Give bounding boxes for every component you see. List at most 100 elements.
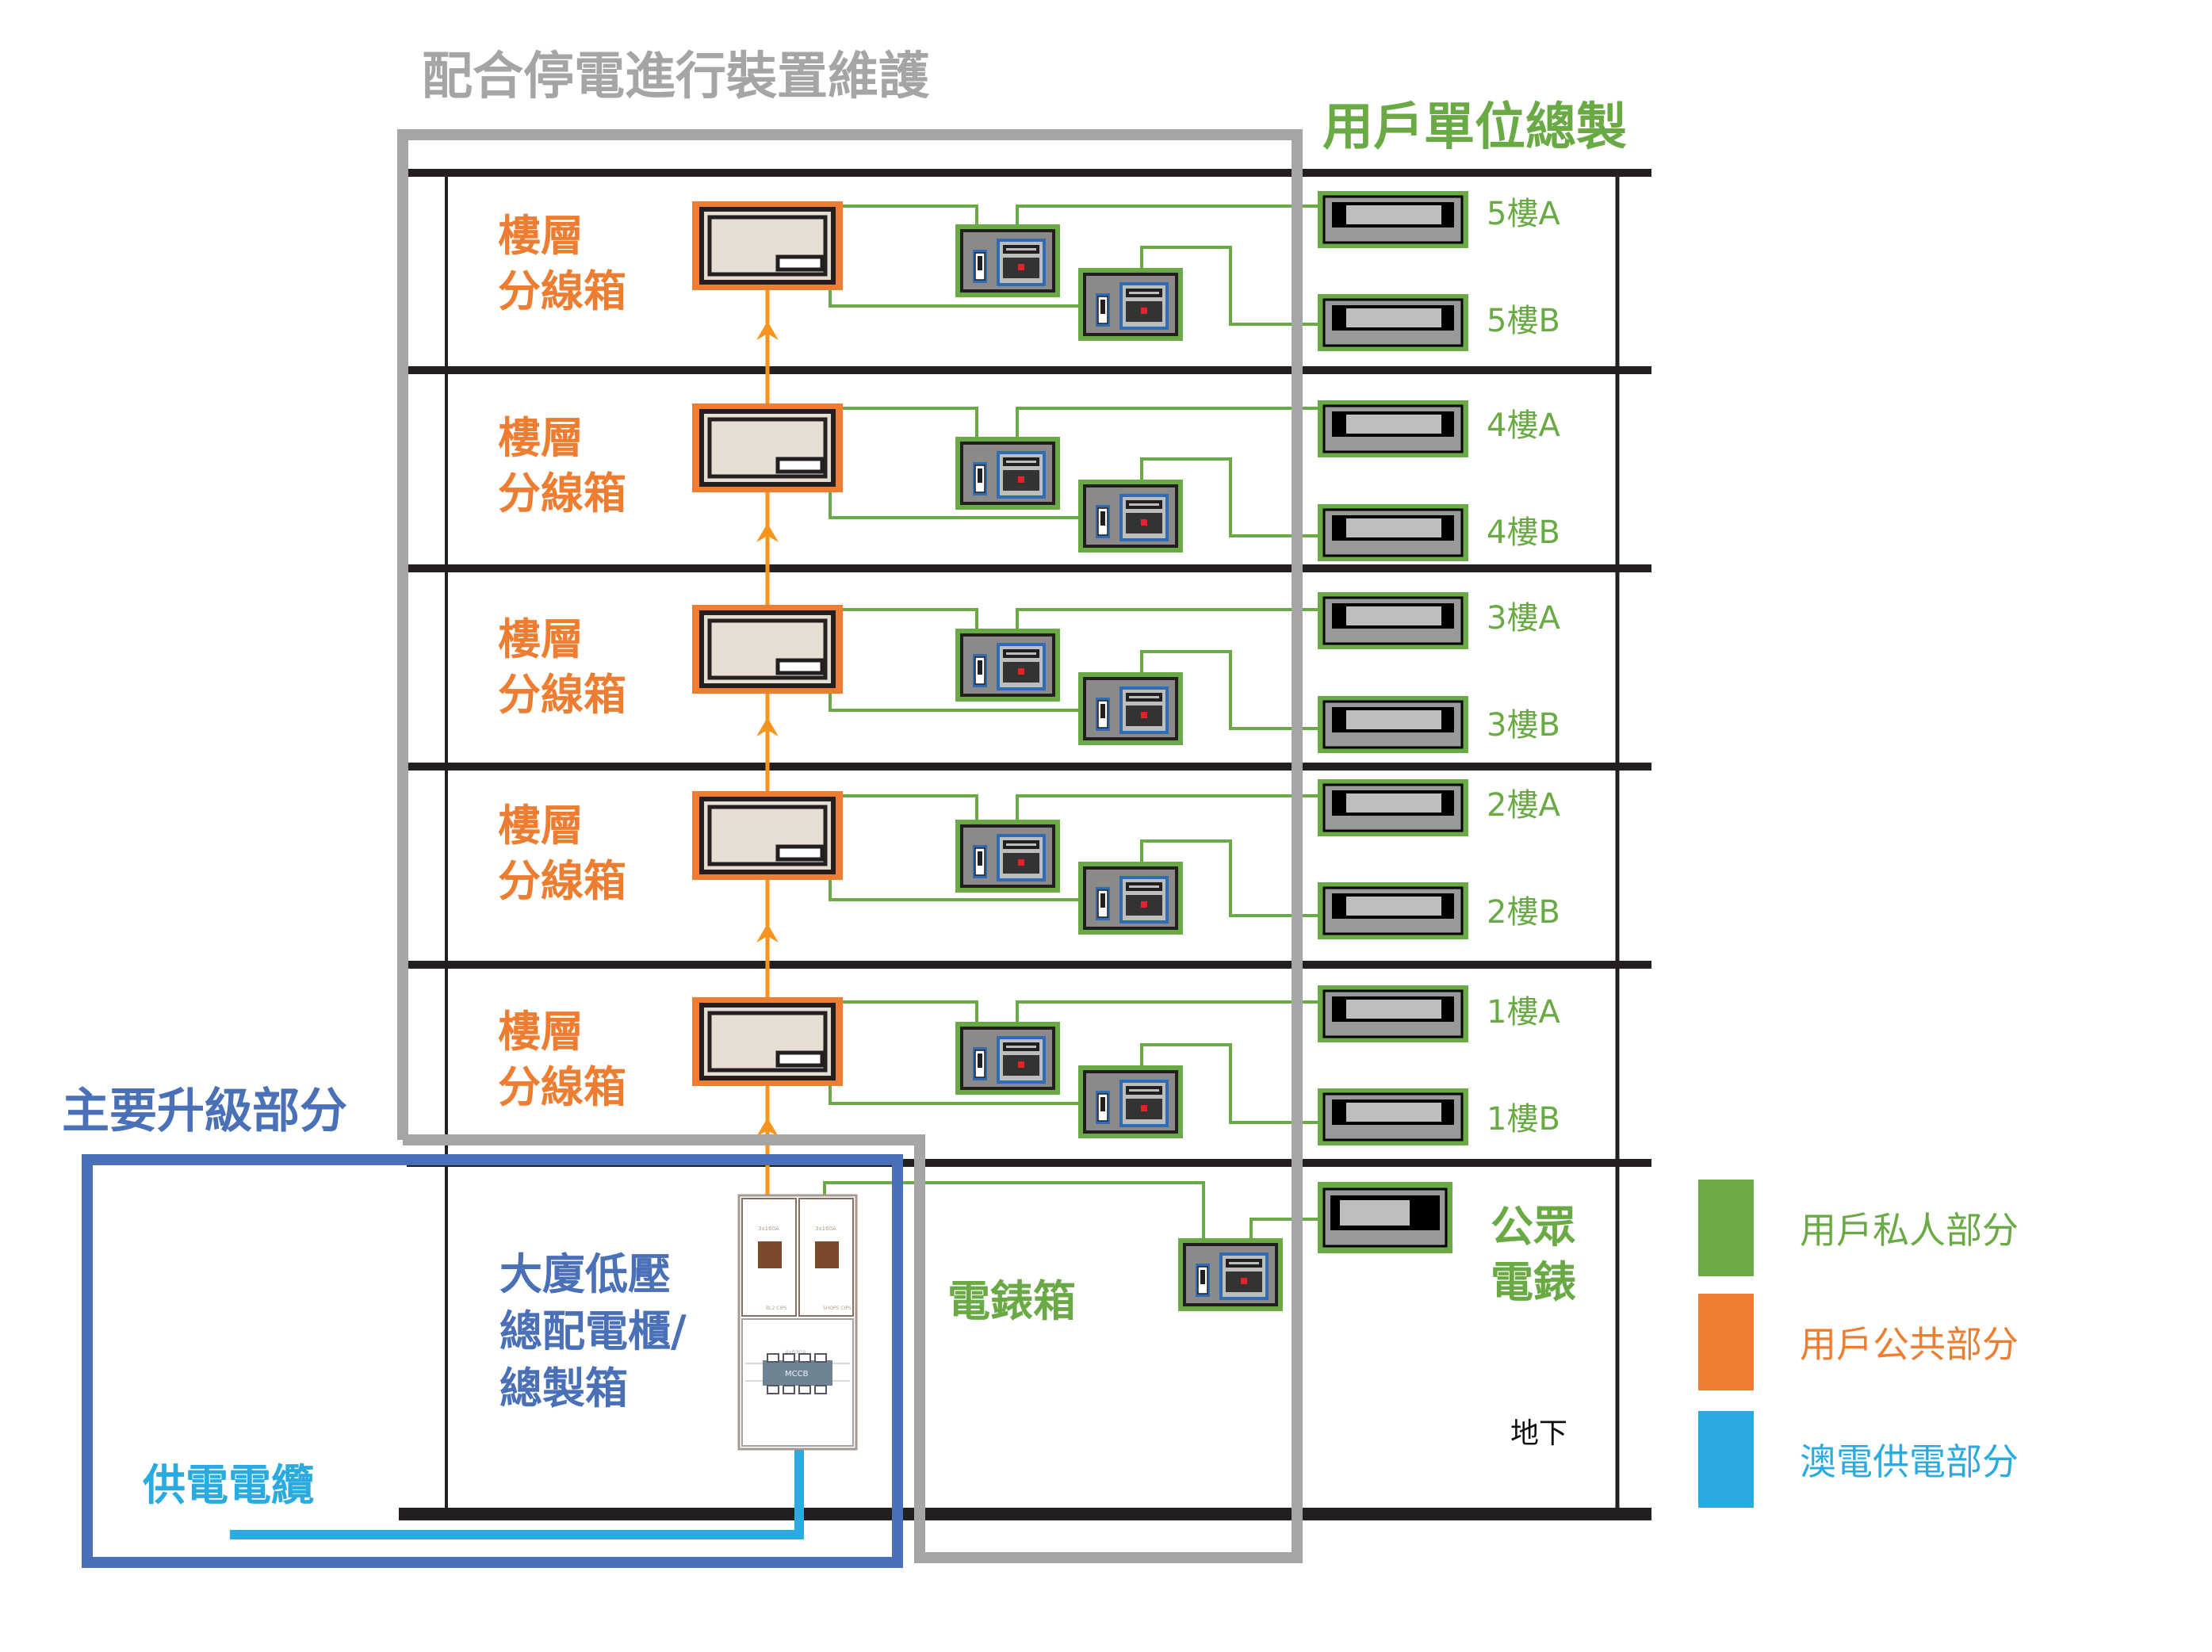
user-meter-a	[1318, 400, 1468, 457]
wire-unit-a-to-meter-a	[1016, 205, 1318, 231]
meter-unit-b	[1078, 1065, 1183, 1138]
riser-arrow-icon	[756, 924, 779, 943]
floor-box-label-line1: 樓層	[498, 801, 584, 851]
mccb-terminal	[814, 1353, 827, 1363]
meter-display-line	[1129, 1089, 1159, 1092]
meter-unit-b	[1078, 862, 1183, 935]
riser-arrow-icon	[756, 523, 779, 542]
user-meter-display	[1346, 205, 1441, 224]
user-meter-label-b: 5樓B	[1487, 303, 1560, 339]
breaker-toggle	[1200, 1270, 1205, 1284]
legend-label: 用戶公共部分	[1800, 1323, 2019, 1366]
riser-arrow-icon	[756, 717, 779, 736]
breaker-toggle	[978, 851, 982, 866]
meter-indicator-led	[1018, 1061, 1024, 1068]
user-meter-a	[1318, 985, 1468, 1042]
meter-display-line	[1129, 885, 1159, 888]
meter-display-line	[1129, 503, 1159, 506]
floor-box-panel	[699, 207, 836, 285]
user-meter-display	[1346, 710, 1441, 729]
meter-indicator-led	[1141, 901, 1147, 908]
meter-unit-a	[955, 224, 1060, 297]
user-meter-label-b: 1樓B	[1487, 1101, 1560, 1138]
supply-cable-label: 供電電纜	[143, 1460, 314, 1510]
wire-unit-b-to-meter-b	[1140, 246, 1318, 326]
breaker-toggle	[978, 1054, 982, 1068]
basement-floor-label: 地下	[1510, 1417, 1567, 1450]
floor-box-label-line2: 分線箱	[498, 1062, 626, 1112]
meter-indicator-led	[1018, 668, 1024, 675]
main-panel-label-line2: 總配電櫃/	[499, 1306, 687, 1356]
mccb-terminal	[783, 1385, 795, 1394]
breaker-toggle	[1100, 511, 1105, 526]
meter-unit-a	[955, 629, 1060, 702]
breaker-toggle	[978, 256, 982, 270]
mccb-terminal	[767, 1385, 779, 1394]
public-meter	[1318, 1182, 1452, 1253]
floor-box-inner	[707, 805, 828, 866]
user-meter-label-b: 3樓B	[1487, 707, 1560, 744]
mccb-terminal	[798, 1353, 811, 1363]
floor-slab	[407, 763, 1651, 771]
meter-unit-a	[955, 820, 1060, 893]
meter-indicator-led	[1018, 264, 1024, 270]
wire-unit-a-to-meter-a	[1016, 794, 1318, 826]
user-meter-display	[1346, 308, 1441, 327]
meter-indicator-led	[1141, 519, 1147, 526]
floor-slab	[407, 1159, 1651, 1167]
breaker-toggle	[978, 468, 982, 483]
supply-cable	[230, 1449, 804, 1539]
floor-distribution-box	[692, 997, 843, 1086]
meter-indicator-led	[1018, 476, 1024, 483]
user-meter-b	[1318, 1088, 1468, 1145]
meter-display-line	[1006, 843, 1036, 846]
user-meter-b	[1318, 294, 1468, 351]
legend-swatch	[1698, 1411, 1754, 1508]
meter-display-line	[1006, 248, 1036, 250]
floor-box-label-line1: 樓層	[498, 413, 584, 463]
floor-slab	[407, 366, 1651, 374]
user-meter-a	[1318, 191, 1468, 248]
wire-unit-b-to-meter-b	[1140, 1043, 1318, 1124]
user-meter-b	[1318, 696, 1468, 753]
wire-unit-a-to-meter-a	[1016, 1000, 1318, 1028]
mccb-terminal	[798, 1385, 811, 1394]
fuse-icon	[815, 1241, 839, 1268]
fuse-rating: 3x160A	[815, 1226, 836, 1232]
public-meter-display	[1340, 1200, 1410, 1226]
floor-box-slot	[775, 844, 825, 862]
floor-box-label-line1: 樓層	[498, 1007, 584, 1057]
meter-box-label: 電錶箱	[947, 1276, 1076, 1326]
user-meter-display	[1346, 793, 1441, 813]
labels: 配合停電進行裝置維護 用戶單位總製 主要升級部分 大廈低壓 總配電櫃/ 總製箱 …	[62, 48, 1627, 1510]
breaker-toggle	[978, 660, 982, 675]
meter-display-line	[1006, 461, 1036, 463]
meter-unit-b	[1078, 268, 1183, 341]
meter-display-line	[1129, 696, 1159, 698]
wire-unit-b-to-meter-b	[1140, 457, 1318, 537]
user-meter-display	[1346, 1103, 1441, 1122]
fuse-tag: BL2 CIPS	[766, 1306, 787, 1311]
wire-unit-b-to-meter-b	[1140, 650, 1318, 730]
maintenance-zone-outline	[397, 129, 1303, 1563]
user-meter-b	[1318, 882, 1468, 939]
breaker-toggle	[1100, 1097, 1105, 1111]
user-meter-label-a: 5樓A	[1487, 196, 1560, 232]
mccb-body	[763, 1360, 832, 1386]
wire-meter-box-to-public-meter	[1250, 1218, 1318, 1238]
legend-swatch	[1698, 1180, 1754, 1276]
floor-distribution-box	[692, 403, 843, 492]
floor-slab	[407, 169, 1651, 177]
floor-slab	[407, 564, 1651, 572]
wire-panel-to-meter-box	[823, 1181, 1205, 1238]
wire-unit-a-to-meter-a	[1016, 608, 1318, 635]
user-meter-label-b: 2樓B	[1487, 894, 1560, 931]
meter-indicator-led	[1241, 1278, 1247, 1284]
floor-box-label-line1: 樓層	[498, 211, 584, 261]
fuse-tag: SHOPS CIPS	[823, 1306, 852, 1311]
floor-distribution-box	[692, 791, 843, 880]
